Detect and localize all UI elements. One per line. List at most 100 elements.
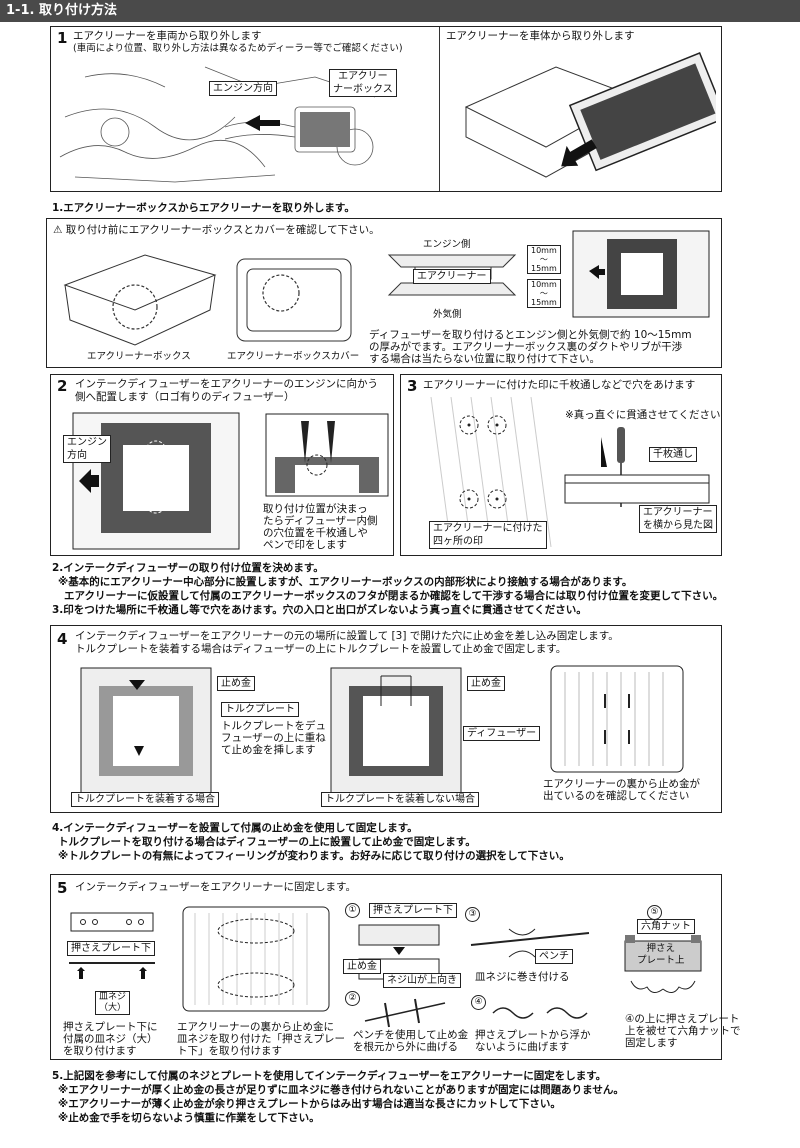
instruction-1: 1.エアクリーナーボックスからエアクリーナーを取り外します。 [52,202,355,214]
filter-back-illustration [550,665,684,773]
step1-note: (車両により位置、取り外し方法は異なるためディーラー等でご確認ください) [73,43,403,54]
step1-right-caption: エアクリーナーを車体から取り外します [446,30,635,42]
step2-panel: 2 インテークディフューザーをエアクリーナーのエンジンに向かう 側へ配置します（… [50,374,394,556]
step2-caption-line2: たらディフューザー内側 [263,515,378,527]
step3-panel: 3 エアクリーナーに付けた印に千枚通しなどで穴をあけます エアクリーナーに付けた… [400,374,722,556]
caution-desc: ディフューザーを取り付けるとエンジン側と外気側で約 10～15mm の厚みがでま… [369,329,692,365]
torque-plate-desc-line1: トルクプレートをデュ [221,720,326,732]
instruction-5-note2: ※エアクリーナーが薄く止め金が余り押さえプレートからはみ出す場合は適当な長さにカ… [58,1098,561,1110]
aircleaner-box-label-line2: ナーボックス [333,84,393,95]
instruction-4-line1: トルクプレートを取り付ける場合はディフューザーの上に設置して止め金で固定します。 [58,836,476,848]
instruction-2-note2: エアクリーナーに仮設置して付属のエアクリーナーボックスのフタが閉まるか確認をして… [64,590,724,602]
outside-air-label: 外気側 [433,309,462,320]
step2-title: インテークディフューザーをエアクリーナーのエンジンに向かう 側へ配置します（ロゴ… [75,378,378,404]
aircleaner-label: エアクリーナー [413,269,491,284]
substep-5-caption-line1: ④の上に押さえプレート [625,1013,740,1025]
substep-4-caption-line2: ないように曲げます [475,1041,570,1053]
side-view-label-line1: エアクリーナー [643,507,713,518]
dimension-top-line2: ～ [539,255,548,264]
instruction-4-title: 4.インテークディフューザーを設置して付属の止め金を使用して固定します。 [52,822,418,834]
step2-number: 2 [57,377,68,395]
plate-lower-caption-line3: を取り付けます [63,1045,137,1057]
plate-lower-label: 押さえプレート下 [67,941,155,956]
step3-number: 3 [407,377,418,395]
dimension-top: 10mm ～ 15mm [527,245,561,274]
substep-5-illustration [624,935,702,993]
step1-panel: 1 エアクリーナーを車両から取り外します (車両により位置、取り外し方法は異なる… [50,26,722,192]
substep-5-marker: ⑤ [647,905,662,920]
step2-title-line1: インテークディフューザーをエアクリーナーのエンジンに向かう [75,378,379,390]
step1-title: エアクリーナーを車両から取り外します [73,30,262,42]
plate-lower-caption-line2: 付属の皿ネジ（大） [63,1033,158,1045]
substep-4-illustration [492,1007,588,1019]
dimension-bottom-line3: 15mm [531,298,557,307]
step4-panel: 4 インテークディフューザーをエアクリーナーの元の場所に設置して [3] で開け… [50,625,722,813]
countersunk-screw-label-line2: （大） [99,1003,127,1013]
clip-label: 止め金 [217,676,255,691]
substep-1-screw-label: ネジ山が上向き [383,973,461,988]
substep-panel: ① 押さえプレート下 止め金 ネジ山が上向き ③ ペンチ 皿ネジに巻き付ける ⑤… [341,901,741,1055]
caution-desc-line2: の厚みがでます。エアクリーナーボックス裏のダクトやリブが干渉 [369,341,683,353]
plate-lower-illustration [69,912,155,979]
marks-label-line1: エアクリーナーに付けた [433,523,543,534]
check-clip-caption: エアクリーナーの裏から止め金が 出ているのを確認してください [543,778,700,802]
substep-1-clip-label: 止め金 [343,959,381,974]
dimension-top-line1: 10mm [531,246,557,255]
substep-5-caption: ④の上に押さえプレート 上を被せて六角ナットで 固定します [625,1013,741,1049]
step5-number: 5 [57,879,68,897]
awl-side-view-illustration [564,427,710,507]
substep-5-plate-label-line1: 押さえ [646,943,676,954]
caution-title-row: ⚠ 取り付け前にエアクリーナーボックスとカバーを確認して下さい。 [53,224,380,237]
check-clip-caption-line2: 出ているのを確認してください [543,790,690,802]
substep-5-caption-line2: 上を被せて六角ナットで [625,1025,741,1037]
filter-attach-caption: エアクリーナーの裏から止め金に 皿ネジを取り付けた「押さえプレー ト下」を取り付… [177,1021,345,1057]
dimension-bottom: 10mm ～ 15mm [527,279,561,308]
step5-panel: 5 インテークディフューザーをエアクリーナーに固定します。 押さえプレート下 皿… [50,874,741,1060]
engine-direction-label-2-line2: 方向 [67,450,87,461]
instruction-5-title: 5.上記図を参考にして付属のネジとプレートを使用してインテークディフューザーをエ… [52,1070,607,1082]
substep-3-illustration [470,928,590,958]
step2-caption-line4: ペンで印をします [263,539,347,551]
torque-plate-desc-line3: て止め金を挿します [221,744,316,756]
substep-3-marker: ③ [465,907,480,922]
filter-attach-caption-line2: 皿ネジを取り付けた「押さえプレー [177,1033,345,1045]
marks-label: エアクリーナーに付けた 四ヶ所の印 [429,521,547,549]
side-view-label: エアクリーナー を横から見た図 [639,505,717,533]
step1-number: 1 [57,29,68,47]
substep-3-caption: 皿ネジに巻き付ける [475,971,570,983]
filter-attach-caption-line3: ト下」を取り付けます [177,1045,282,1057]
torque-plate-desc-line2: フューザーの上に重ね [221,732,326,744]
torque-plate-install-illustration [80,667,212,795]
aircleaner-box-illustration [63,254,217,346]
filter-attach-caption-line1: エアクリーナーの裏から止め金に [177,1021,334,1033]
step1-right-panel: エアクリーナーを車体から取り外します [439,27,722,191]
substep-2-illustration [364,998,446,1028]
engine-direction-label-2-line1: エンジン [67,437,107,448]
diffuser-placement-illustration [72,412,240,550]
caption-aircleaner-cover: エアクリーナーボックスカバー [227,351,360,362]
substep-4-caption: 押さえプレートから浮か ないように曲げます [475,1029,591,1053]
warning-icon: ⚠ [53,224,63,236]
substep-2-marker: ② [345,991,360,1006]
step5-title: インテークディフューザーをエアクリーナーに固定します。 [75,881,356,893]
caption-with-torque-plate: トルクプレートを装着する場合 [71,792,219,807]
aircleaner-cover-illustration [236,258,352,342]
dimension-bottom-line2: ～ [539,289,548,298]
step2-caption-line1: 取り付け位置が決まっ [263,503,368,515]
engine-side-label: エンジン側 [423,239,471,250]
substep-3-pliers-label: ペンチ [535,949,573,964]
diffuser-on-filter-illustration [572,230,710,318]
side-view-label-line2: を横から見た図 [643,520,713,531]
step2-caption-line3: の穴位置を千枚通しや [263,527,368,539]
substep-2-caption-line2: を根元から外に曲げる [353,1041,458,1053]
aircleaner-box-label-line1: エアクリー [338,71,388,82]
aircleaner-removal-illustration [464,51,716,178]
section-header: 1-1. 取り付け方法 [0,0,800,22]
clip-label-2: 止め金 [467,676,505,691]
torque-plate-label: トルクプレート [221,702,299,717]
no-torque-plate-illustration [330,667,462,795]
caution-desc-line3: する場合は当たらない位置に取り付けて下さい。 [369,353,600,365]
countersunk-screw-label: 皿ネジ （大） [95,991,131,1015]
step4-title-line2: トルクプレートを装着する場合はディフューザーの上にトルクプレートを設置して止め金… [75,643,567,655]
step4-title-line1: インテークディフューザーをエアクリーナーの元の場所に設置して [3] で開けた穴… [75,630,619,642]
